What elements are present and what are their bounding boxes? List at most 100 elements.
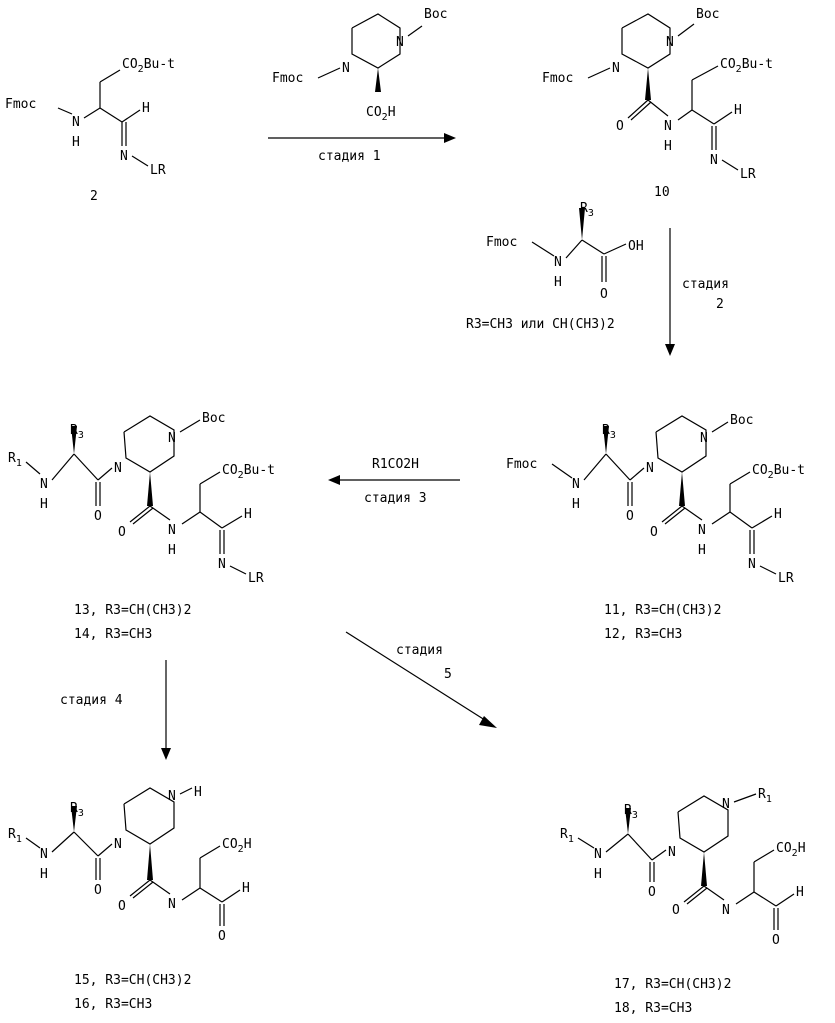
ring-n: N [114, 461, 122, 476]
nh-label: N [72, 115, 80, 130]
nh-n: N [572, 477, 580, 492]
fmoc-label: Fmoc [506, 457, 537, 472]
amide-n: N [698, 523, 706, 538]
amide-h: H [168, 543, 176, 558]
nh-h: H [594, 867, 602, 882]
step4-label: стадия 4 [60, 693, 123, 708]
compound-number: 10 [654, 185, 670, 200]
fmoc-label: Fmoc [272, 71, 303, 86]
carbonyl-o: O [94, 509, 102, 524]
caption-line2: 16, R3=CH3 [74, 997, 152, 1012]
carbonyl-o: O [600, 287, 608, 302]
nh-n: N [40, 477, 48, 492]
step4-arrow: стадия 4 [60, 660, 171, 760]
imine-h: H [734, 103, 742, 118]
r1-label: R1 [560, 827, 574, 845]
caption-line1: 15, R3=CH(CH3)2 [74, 973, 191, 988]
ring-n: N [722, 797, 730, 812]
imine-h: H [774, 507, 782, 522]
carbonyl-o: O [118, 899, 126, 914]
r3-label: R3 [70, 801, 84, 819]
compound-2: Fmoc N H CO2Bu-t H N LR 2 [5, 57, 175, 204]
r1-label: R1 [8, 827, 22, 845]
boc-label: Boc [202, 411, 225, 426]
compound-13: N Boc N R3 R1 N H O O N H CO2Bu-t H N LR [8, 411, 275, 642]
ring-n: N [396, 35, 404, 50]
fmoc-label: Fmoc [5, 97, 36, 112]
imine-h: H [142, 101, 150, 116]
nh-h-label: H [72, 135, 80, 150]
ester-label: CO2Bu-t [222, 463, 275, 481]
boc-label: Boc [696, 7, 719, 22]
r1-label: R1 [8, 451, 22, 469]
lr-label: LR [150, 163, 166, 178]
amide-h: H [664, 139, 672, 154]
amide-n: N [168, 523, 176, 538]
imine-h: H [244, 507, 252, 522]
amide-h: H [698, 543, 706, 558]
imine-n: N [218, 557, 226, 572]
nh-h: H [554, 275, 562, 290]
amide-n: N [168, 897, 176, 912]
step3-arrow: R1CO2H стадия 3 [328, 457, 460, 506]
step2-label-a: стадия [682, 277, 729, 292]
compound-17: N R1 N R3 R1 N H O O N CO2H H O 17, R3=C… [560, 787, 806, 1016]
step3-label: стадия 3 [364, 491, 427, 506]
carbonyl-o: O [94, 883, 102, 898]
carbonyl-o: O [616, 119, 624, 134]
ring-n: N [666, 35, 674, 50]
r3-label: R3 [624, 803, 638, 821]
lr-label: LR [740, 167, 756, 182]
ring-n: N [668, 845, 676, 860]
caption-line1: 13, R3=CH(CH3)2 [74, 603, 191, 618]
amide-n: N [664, 119, 672, 134]
lr-label: LR [248, 571, 264, 586]
carbonyl-o: O [650, 525, 658, 540]
ring-n: N [114, 837, 122, 852]
caption-line2: 12, R3=CH3 [604, 627, 682, 642]
carbonyl-o: O [648, 885, 656, 900]
compound-15: N H N R3 R1 N H O O N CO2H H O 15, R3=CH… [8, 785, 252, 1012]
imine-n: N [120, 149, 128, 164]
step1-reagent: N Boc N Fmoc CO2H [272, 7, 447, 123]
nh-h: H [194, 785, 202, 800]
compound-11: N Boc N R3 Fmoc N H O O N H CO2Bu-t H N … [506, 413, 805, 642]
ester-label: CO2Bu-t [122, 57, 175, 75]
aldehyde-o: O [218, 929, 226, 944]
r1-label: R1 [758, 787, 772, 805]
acid-label: CO2H [222, 837, 252, 855]
lr-label: LR [778, 571, 794, 586]
step5-arrow: стадия 5 [346, 632, 497, 728]
ring-n: N [700, 431, 708, 446]
r3-label: R3 [70, 423, 84, 441]
imine-n: N [710, 153, 718, 168]
aldehyde-h: H [796, 885, 804, 900]
caption-line2: 14, R3=CH3 [74, 627, 152, 642]
carbonyl-o: O [672, 903, 680, 918]
nh-n: N [40, 847, 48, 862]
step2-label-b: 2 [716, 297, 724, 312]
nh-h: H [40, 867, 48, 882]
acid-label: CO2H [366, 105, 396, 123]
fmoc-label: Fmoc [542, 71, 573, 86]
ring-n: N [168, 431, 176, 446]
step2-arrow: стадия 2 [665, 228, 729, 356]
ring-n: N [342, 61, 350, 76]
ring-n: N [168, 789, 176, 804]
boc-label: Boc [730, 413, 753, 428]
imine-n: N [748, 557, 756, 572]
caption-line1: 17, R3=CH(CH3)2 [614, 977, 731, 992]
step1-label: стадия 1 [318, 149, 381, 164]
step1-arrow: стадия 1 [268, 133, 456, 164]
carbonyl-o: O [118, 525, 126, 540]
r3-label: R3 [602, 423, 616, 441]
fmoc-label: Fmoc [486, 235, 517, 250]
oh-label: OH [628, 239, 644, 254]
caption-line2: 18, R3=CH3 [614, 1001, 692, 1016]
ring-n: N [646, 461, 654, 476]
aldehyde-o: O [772, 933, 780, 948]
aldehyde-h: H [242, 881, 250, 896]
amide-n: N [722, 903, 730, 918]
carbonyl-o: O [626, 509, 634, 524]
